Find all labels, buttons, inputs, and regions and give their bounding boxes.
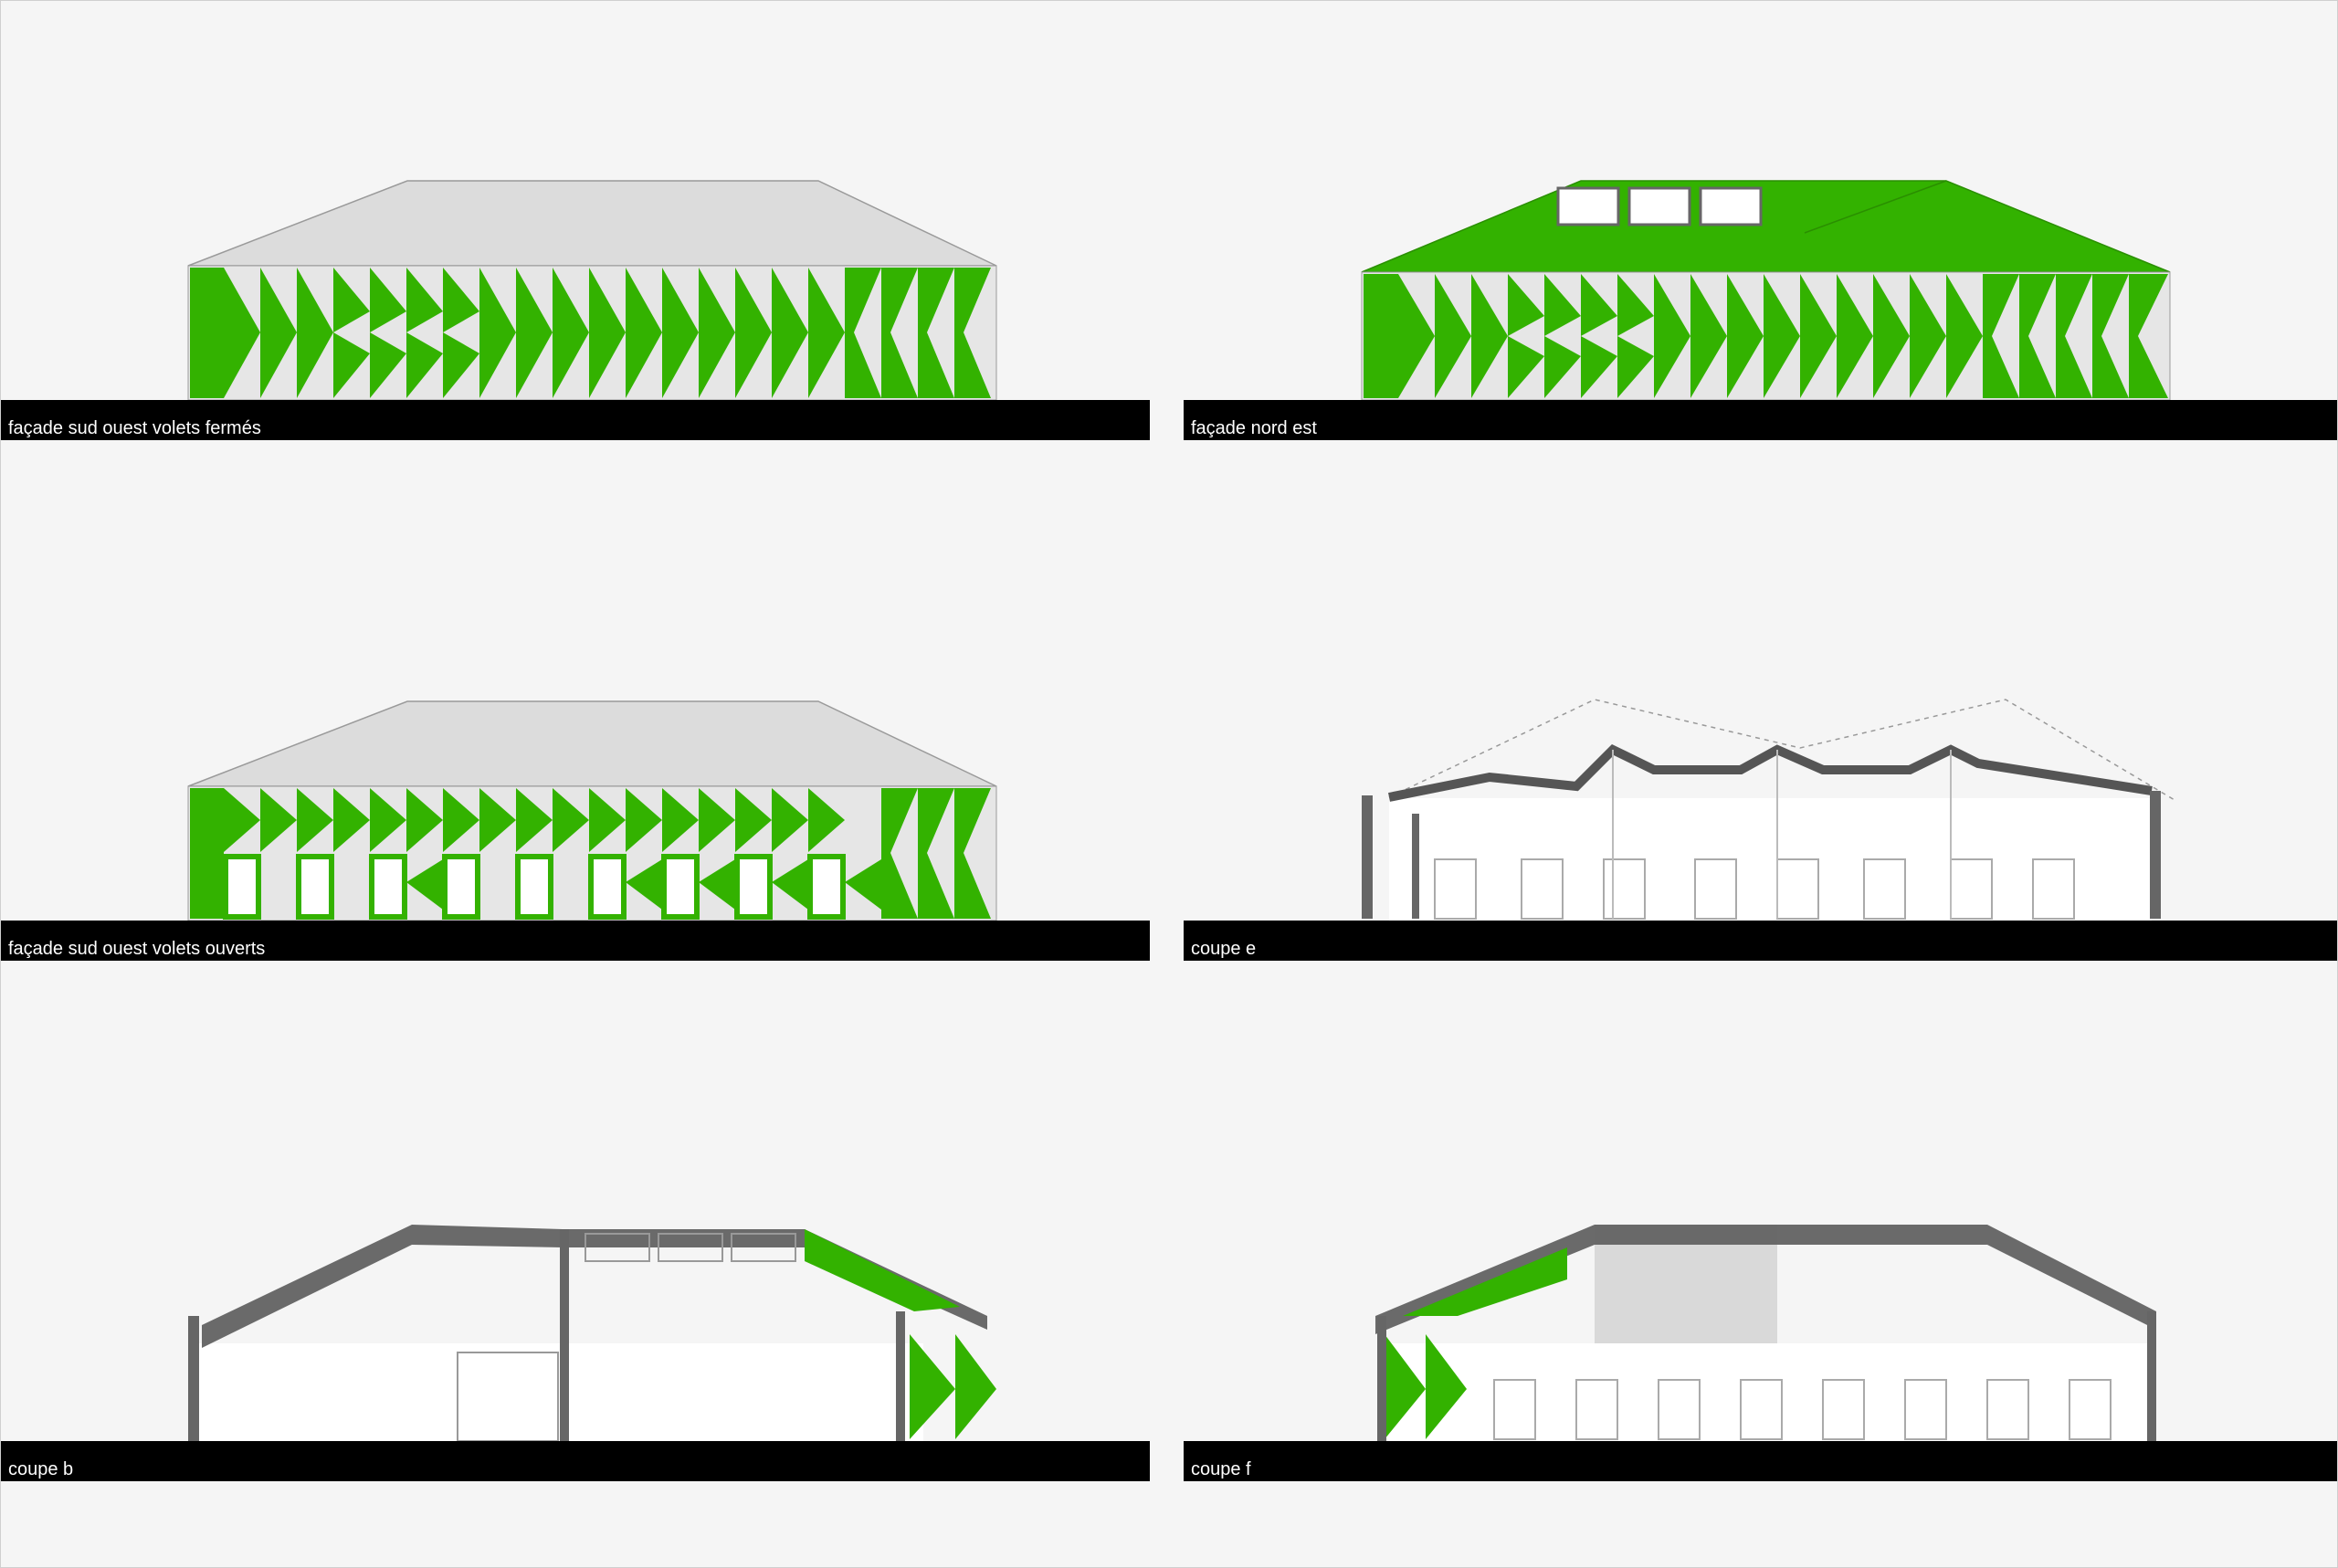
shutter-row xyxy=(1364,274,2168,398)
interior-doors xyxy=(1434,858,2075,920)
caption-bar: façade nord est xyxy=(1184,400,2337,440)
caption-facade-sud-ouest-ouverts: façade sud ouest volets ouverts xyxy=(8,939,266,959)
drawing-coupe-b xyxy=(188,1225,996,1442)
open-windows xyxy=(223,854,846,920)
drawing-facade-nord-est xyxy=(1361,180,2171,401)
shutter-row xyxy=(910,1334,996,1439)
caption-facade-sud-ouest-fermes: façade sud ouest volets fermés xyxy=(8,418,261,438)
caption-bar: coupe b xyxy=(1,1441,1150,1481)
caption-bar: coupe f xyxy=(1184,1441,2337,1481)
caption-facade-nord-est: façade nord est xyxy=(1191,418,1317,438)
panel-coupe-f: coupe f xyxy=(1184,1042,2338,1485)
panel-facade-sud-ouest-ouverts: façade sud ouest volets ouverts xyxy=(1,521,1161,964)
caption-coupe-f: coupe f xyxy=(1191,1459,1251,1479)
panel-coupe-e: coupe e xyxy=(1184,521,2338,964)
shutter-row-upper xyxy=(190,788,845,852)
interior-doors xyxy=(1493,1379,2112,1440)
shutter-row-end xyxy=(881,788,991,919)
drawing-coupe-e xyxy=(1362,699,2175,921)
drawing-coupe-f xyxy=(1375,1225,2156,1441)
caption-bar: façade sud ouest volets fermés xyxy=(1,400,1150,440)
shutter-row xyxy=(1385,1334,1467,1439)
drawing-facade-sud-ouest-fermes xyxy=(187,180,997,401)
panel-coupe-b: coupe b xyxy=(1,1042,1161,1485)
clerestory-windows xyxy=(584,1233,796,1262)
caption-coupe-b: coupe b xyxy=(8,1459,74,1479)
caption-bar: coupe e xyxy=(1184,921,2337,961)
panel-facade-sud-ouest-fermes: façade sud ouest volets fermés xyxy=(1,1,1161,444)
panel-facade-nord-est: façade nord est xyxy=(1184,1,2338,444)
roof-windows xyxy=(1556,186,1763,226)
caption-bar: façade sud ouest volets ouverts xyxy=(1,921,1150,961)
caption-coupe-e: coupe e xyxy=(1191,939,1257,959)
shutter-row xyxy=(190,268,991,398)
drawing-facade-sud-ouest-ouverts xyxy=(187,700,997,921)
